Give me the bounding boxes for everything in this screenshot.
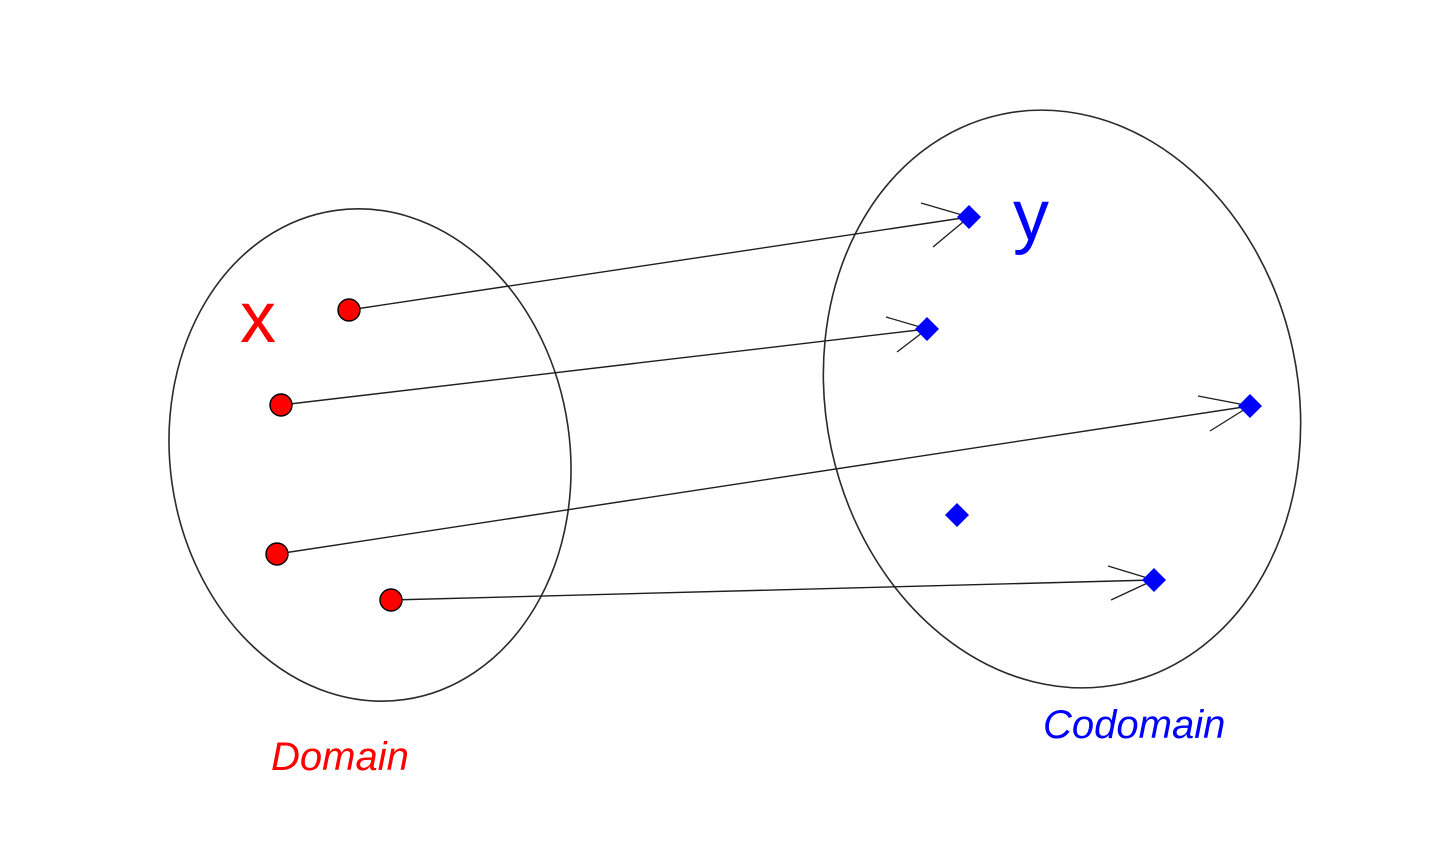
codomain-element-unmapped (945, 503, 969, 527)
codomain-element (1238, 394, 1262, 418)
mapping-arrow-line-2 (280, 328, 928, 406)
domain-set-label: Domain (271, 735, 409, 779)
mapping-arrow-line-4 (390, 579, 1155, 601)
codomain-set-ellipse (822, 109, 1302, 689)
mapping-arrows (276, 202, 1252, 601)
domain-variable-label: x (240, 278, 276, 358)
domain-element (337, 298, 361, 322)
mapping-arrowhead-1 (920, 202, 971, 248)
codomain-element (957, 205, 981, 229)
mapping-arrow-line-3 (276, 405, 1251, 555)
codomain-variable-label: y (1013, 176, 1049, 256)
mapping-arrowhead-3 (1197, 395, 1252, 432)
domain-set-ellipse (168, 208, 572, 702)
mapping-arrow-line-1 (348, 216, 970, 311)
codomain-element (1142, 568, 1166, 592)
domain-element (265, 542, 289, 566)
codomain-elements (915, 205, 1262, 592)
domain-element (379, 588, 403, 612)
codomain-element (915, 317, 939, 341)
codomain-set-label: Codomain (1043, 703, 1225, 747)
domain-element (269, 393, 293, 417)
domain-elements (265, 298, 403, 612)
